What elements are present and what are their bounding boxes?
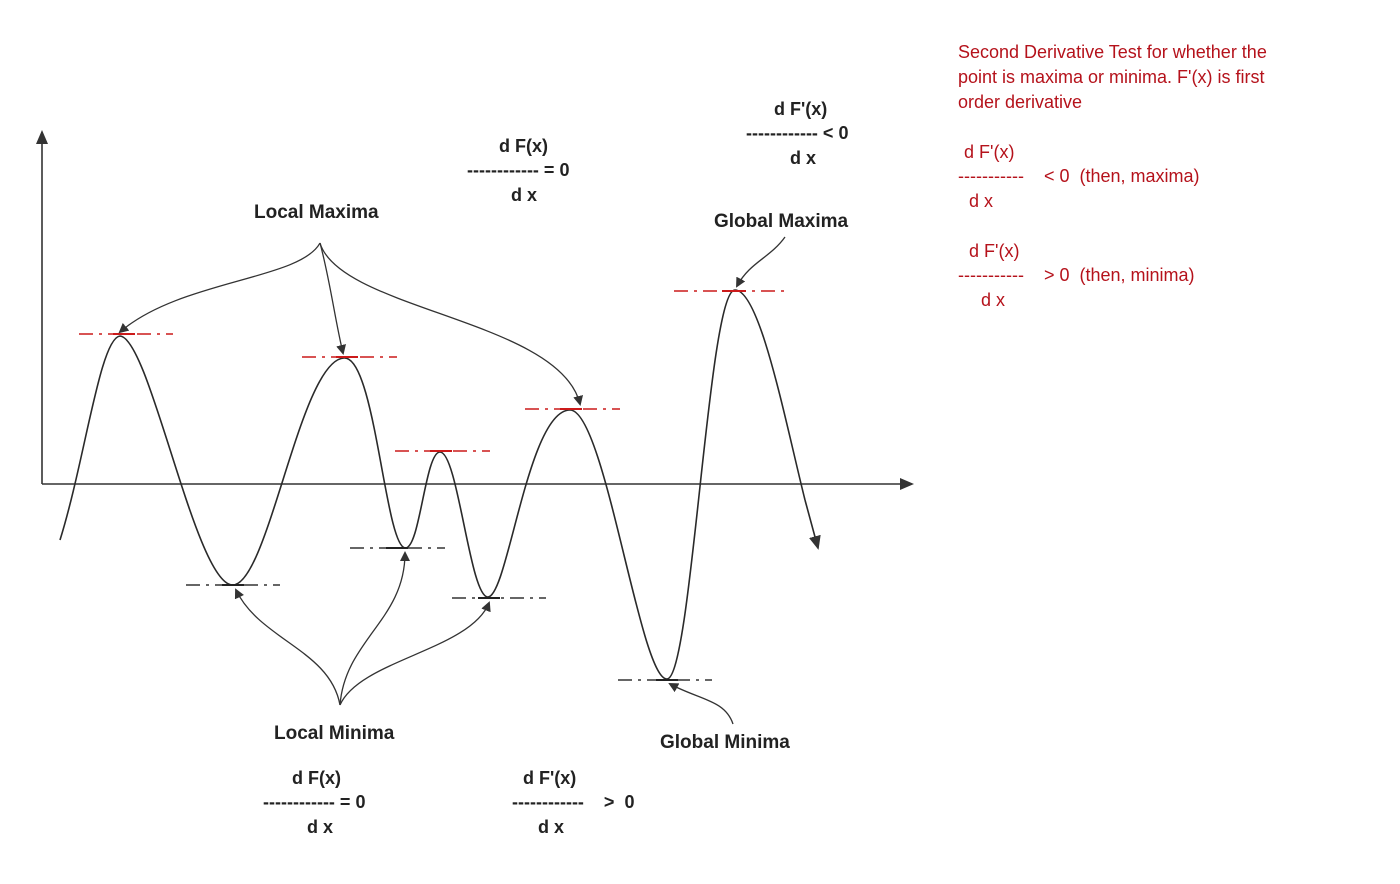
- formula-numerator: d F'(x): [523, 768, 576, 788]
- pointer-local-min-1: [234, 588, 341, 706]
- formula-fraction-line: ------------ = 0: [263, 792, 365, 812]
- pointer-local-min-2: [339, 551, 410, 706]
- pointer-local-max-2: [319, 242, 346, 355]
- curve-end-arrow: [804, 499, 821, 550]
- formula-denominator: d x: [307, 817, 333, 837]
- formula-fraction-line: ------------ = 0: [467, 160, 569, 180]
- minima-rule-line: ----------- > 0 (then, minima): [958, 265, 1195, 285]
- formula-first-derivative-top: d F(x) ------------ = 0 d x: [467, 136, 569, 205]
- formula-second-derivative-top: d F'(x) ------------ < 0 d x: [746, 99, 848, 168]
- formula-denominator: d x: [511, 185, 537, 205]
- pointer-local-max-3: [319, 242, 583, 406]
- formula-denominator: d x: [790, 148, 816, 168]
- minima-rule-numerator: d F'(x): [969, 241, 1019, 261]
- formula-numerator: d F'(x): [774, 99, 827, 119]
- label-global-maxima: Global Maxima: [714, 211, 849, 232]
- pointer-global-max: [736, 236, 786, 288]
- pointer-local-max-1: [118, 242, 321, 334]
- second-derivative-note: Second Derivative Test for whether the p…: [958, 42, 1267, 310]
- note-line-1: Second Derivative Test for whether the: [958, 42, 1267, 62]
- maxima-rule-denominator: d x: [969, 191, 993, 211]
- label-global-minima: Global Minima: [660, 732, 790, 753]
- minima-rule-denominator: d x: [981, 290, 1005, 310]
- local-minima-pointers: [234, 551, 491, 706]
- maxima-rule-numerator: d F'(x): [964, 142, 1014, 162]
- pointer-local-min-3: [339, 601, 491, 706]
- formula-second-derivative-bottom: d F'(x) ------------ > 0 d x: [512, 768, 634, 837]
- formula-fraction-line: ------------ > 0: [512, 792, 634, 812]
- maxima-rule-line: ----------- < 0 (then, maxima): [958, 166, 1200, 186]
- note-line-2: point is maxima or minima. F'(x) is firs…: [958, 67, 1264, 87]
- formula-first-derivative-bottom: d F(x) ------------ = 0 d x: [263, 768, 365, 837]
- formula-numerator: d F(x): [499, 136, 548, 156]
- label-local-maxima: Local Maxima: [254, 202, 379, 223]
- maxima-tangents: [79, 290, 784, 452]
- note-line-3: order derivative: [958, 92, 1082, 112]
- label-local-minima: Local Minima: [274, 723, 395, 744]
- formula-denominator: d x: [538, 817, 564, 837]
- minima-tangents: [186, 547, 712, 681]
- function-curve: [59, 289, 806, 680]
- pointer-global-min: [668, 683, 734, 725]
- formula-numerator: d F(x): [292, 768, 341, 788]
- local-maxima-pointers: [118, 242, 583, 406]
- formula-fraction-line: ------------ < 0: [746, 123, 848, 143]
